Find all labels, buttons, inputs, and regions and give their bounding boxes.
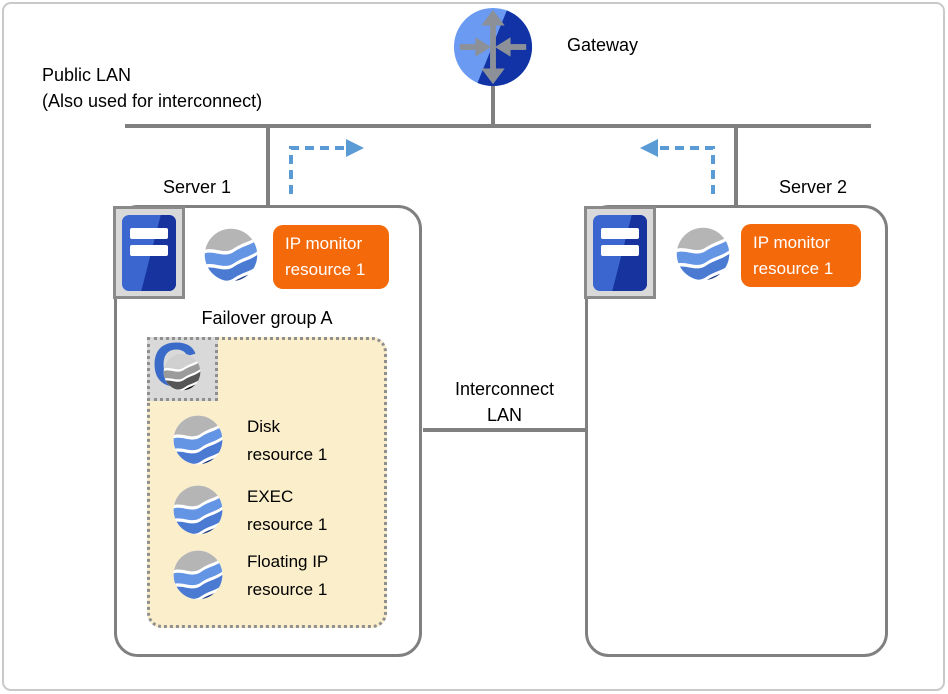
server1-ip-monitor-box: IP monitor resource 1 bbox=[273, 225, 389, 289]
interconnect-line bbox=[423, 428, 586, 432]
server1-tower-icon bbox=[113, 206, 185, 299]
interconnect-lan-label-line2: LAN bbox=[486, 405, 522, 425]
server2-label: Server 2 bbox=[778, 177, 848, 197]
floating-ip-resource-line2: resource 1 bbox=[247, 580, 328, 599]
interconnect-lan-label: Interconnect LAN bbox=[424, 376, 585, 428]
disk-resource-line2: resource 1 bbox=[247, 445, 328, 464]
server1-label: Server 1 bbox=[162, 177, 232, 197]
server1-monitor-resource-icon bbox=[203, 227, 259, 283]
floating-ip-resource-label: Floating IP resource 1 bbox=[247, 548, 328, 604]
gateway-label: Gateway bbox=[567, 35, 639, 55]
server2-uplink-line bbox=[734, 128, 738, 206]
server1-uplink-line bbox=[266, 128, 270, 206]
exec-resource-icon bbox=[172, 484, 224, 536]
server2-monitor-resource-icon bbox=[675, 226, 731, 282]
monitor-flow-arrow-server1 bbox=[289, 139, 364, 194]
public-lan-label: Public LAN (Also used for interconnect) bbox=[42, 62, 262, 114]
server2-ip-monitor-line2: resource 1 bbox=[753, 259, 834, 278]
exec-resource-line2: resource 1 bbox=[247, 515, 328, 534]
floating-ip-resource-line1: Floating IP bbox=[247, 552, 329, 571]
public-lan-label-line1: Public LAN bbox=[42, 65, 132, 85]
server-tower-icon bbox=[121, 214, 177, 292]
failover-group-icon: G bbox=[147, 337, 218, 401]
server2-ip-monitor-box: IP monitor resource 1 bbox=[741, 224, 861, 287]
disk-resource-line1: Disk bbox=[247, 417, 281, 436]
floating-ip-resource-icon bbox=[172, 549, 224, 601]
exec-resource-line1: EXEC bbox=[247, 487, 294, 506]
disk-resource-icon bbox=[172, 414, 224, 466]
monitor-flow-arrow-server2 bbox=[640, 139, 715, 194]
server1-ip-monitor-line2: resource 1 bbox=[285, 260, 366, 279]
public-lan-label-line2: (Also used for interconnect) bbox=[42, 91, 263, 111]
gateway-drop-line bbox=[491, 85, 495, 126]
interconnect-lan-label-line1: Interconnect bbox=[454, 379, 555, 399]
server1-ip-monitor-line1: IP monitor bbox=[285, 234, 363, 253]
failover-group-ball-icon bbox=[163, 353, 201, 391]
gateway-icon bbox=[452, 6, 534, 88]
failover-group-title: Failover group A bbox=[201, 308, 333, 328]
public-lan-line bbox=[125, 124, 871, 128]
disk-resource-label: Disk resource 1 bbox=[247, 413, 327, 469]
server2-ip-monitor-line1: IP monitor bbox=[753, 233, 831, 252]
exec-resource-label: EXEC resource 1 bbox=[247, 483, 327, 539]
server-tower-icon bbox=[592, 214, 648, 292]
server2-tower-icon bbox=[584, 206, 656, 299]
